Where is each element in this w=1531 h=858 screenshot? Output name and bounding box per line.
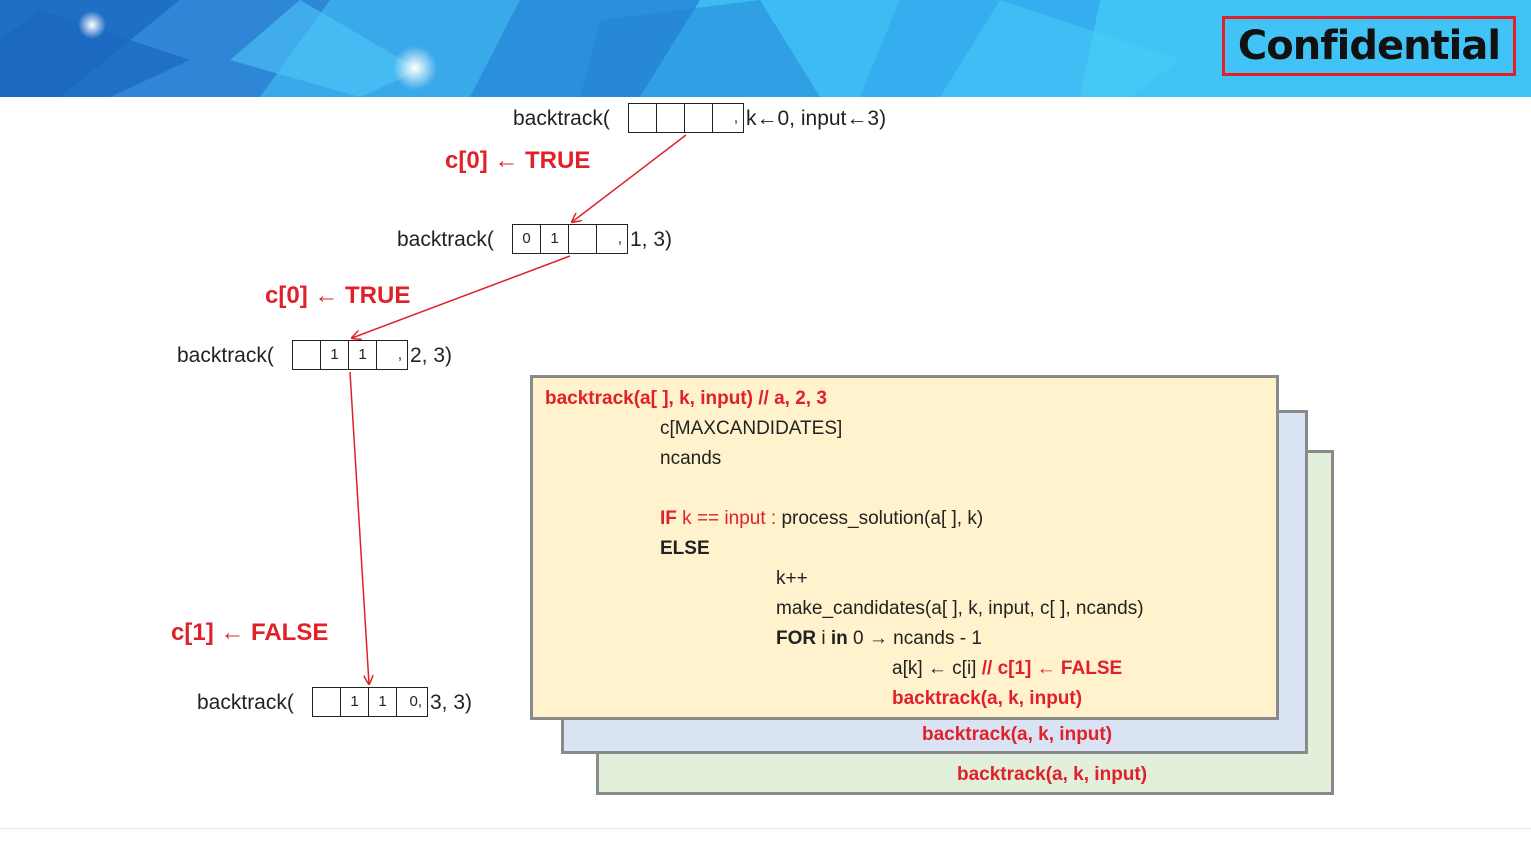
call-args: 2, 3): [410, 344, 453, 367]
array-cell: ,: [617, 230, 622, 247]
recurse-call: backtrack(a, k, input): [957, 764, 1148, 785]
if-action: process_solution(a[ ], k): [781, 508, 984, 529]
array-cell: 1: [541, 225, 569, 253]
code-line-kpp: k++: [776, 568, 808, 589]
recurse-call: backtrack(a, k, input): [922, 724, 1113, 745]
arrow-3: [349, 371, 369, 684]
code-line-c: c[MAXCANDIDATES]: [660, 418, 843, 439]
assign-comment: // c[1] ← FALSE: [981, 658, 1123, 679]
if-condition: k == input :: [676, 508, 782, 529]
code-line-if: IF k == input : process_solution(a[ ], k…: [660, 508, 983, 530]
code-line-make-candidates: make_candidates(a[ ], k, input, c[ ], nc…: [776, 598, 1144, 619]
call-fn-label: backtrack(: [513, 107, 610, 130]
footer-divider: [0, 828, 1531, 829]
code-header: backtrack(a[ ], k, input) // a, 2, 3: [545, 388, 827, 409]
for-var: i: [816, 628, 831, 649]
array-cell: 0,: [409, 693, 422, 710]
header-banner: [0, 0, 1531, 97]
in-keyword: in: [830, 628, 848, 649]
array-cell: [629, 104, 657, 132]
array-cell: [569, 225, 597, 253]
code-line-assign: a[k] ← c[i] // c[1] ← FALSE: [892, 658, 1122, 680]
array-box: 0 1 ,: [512, 224, 628, 254]
array-cell: [293, 341, 321, 369]
array-box: 1 1 0,: [312, 687, 428, 717]
else-keyword: ELSE: [660, 538, 710, 559]
for-keyword: FOR: [776, 628, 817, 649]
recurse-call: backtrack(a, k, input): [892, 688, 1083, 709]
call-args: 1, 3): [630, 228, 673, 251]
assignment-label: c[0] ← TRUE: [445, 147, 591, 174]
assign-expression: a[k] ← c[i]: [892, 658, 982, 679]
array-cell: [657, 104, 685, 132]
array-box: 1 1 ,: [292, 340, 408, 370]
array-cell: 1: [369, 688, 397, 716]
for-range: 0 → ncands - 1: [847, 628, 982, 649]
code-card-current: backtrack(a[ ], k, input) // a, 2, 3 c[M…: [530, 375, 1279, 720]
array-box: ,: [628, 103, 744, 133]
array-cell: [313, 688, 341, 716]
call-args: k←0, input←3): [746, 107, 887, 130]
assignment-label: c[1] ← FALSE: [171, 619, 329, 646]
array-cell: 0: [513, 225, 541, 253]
call-args: 3, 3): [430, 691, 473, 714]
code-line-ncands: ncands: [660, 448, 722, 469]
if-keyword: IF: [660, 508, 677, 529]
call-fn-label: backtrack(: [397, 228, 494, 251]
call-fn-label: backtrack(: [177, 344, 274, 367]
call-fn-label: backtrack(: [197, 691, 294, 714]
confidential-badge: Confidential: [1222, 16, 1516, 76]
array-cell: ,: [733, 109, 738, 126]
array-cell: 1: [321, 341, 349, 369]
assignment-label: c[0] ← TRUE: [265, 282, 411, 309]
array-cell: [685, 104, 713, 132]
array-cell: 1: [341, 688, 369, 716]
array-cell: ,: [397, 346, 402, 363]
code-line-for: FOR i in 0 → ncands - 1: [776, 628, 982, 650]
array-cell: 1: [349, 341, 377, 369]
